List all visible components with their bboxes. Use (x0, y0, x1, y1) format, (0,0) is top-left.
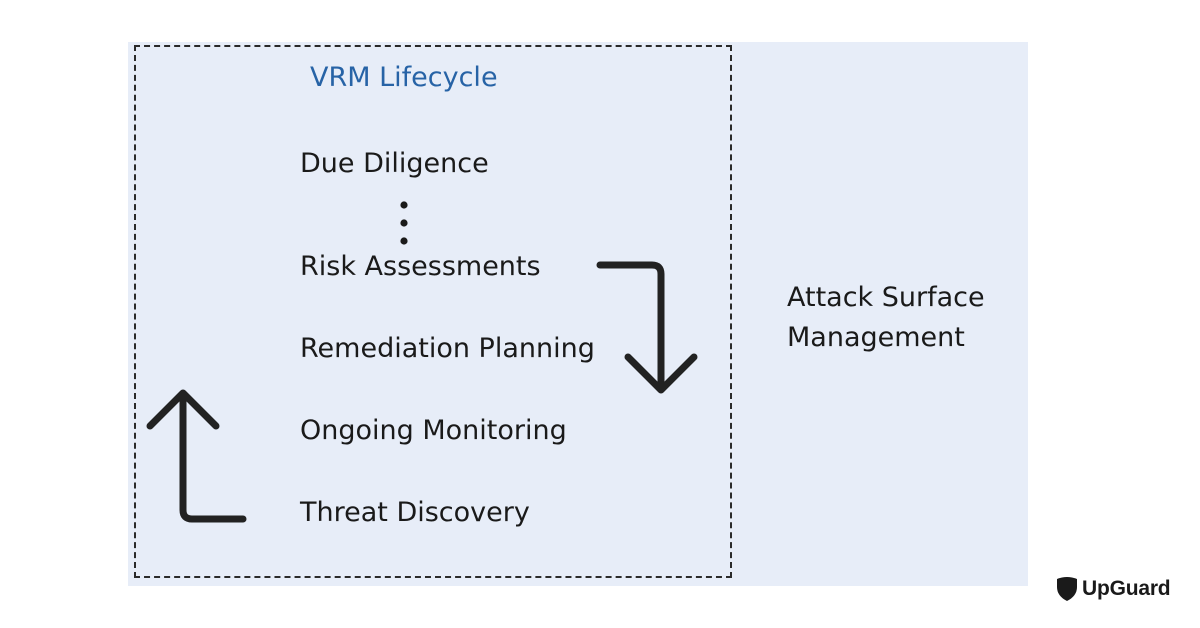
asm-label-line-2: Management (787, 322, 965, 353)
step-threat-discovery: Threat Discovery (300, 497, 530, 528)
asm-label-line-1: Attack Surface (787, 282, 985, 313)
attack-surface-panel (128, 42, 1028, 586)
logo-text: UpGuard (1082, 577, 1171, 600)
vrm-lifecycle-frame (134, 45, 732, 578)
step-risk-assessments: Risk Assessments (300, 251, 541, 282)
step-remediation-planning: Remediation Planning (300, 333, 595, 364)
shield-icon (1057, 577, 1077, 601)
upguard-logo: UpGuard (1056, 575, 1171, 603)
ellipsis-dots-icon (400, 201, 408, 245)
step-ongoing-monitoring: Ongoing Monitoring (300, 415, 567, 446)
lifecycle-title: VRM Lifecycle (310, 62, 498, 93)
attack-surface-management-label: Attack Surface Management (787, 278, 985, 358)
step-due-diligence: Due Diligence (300, 148, 489, 179)
